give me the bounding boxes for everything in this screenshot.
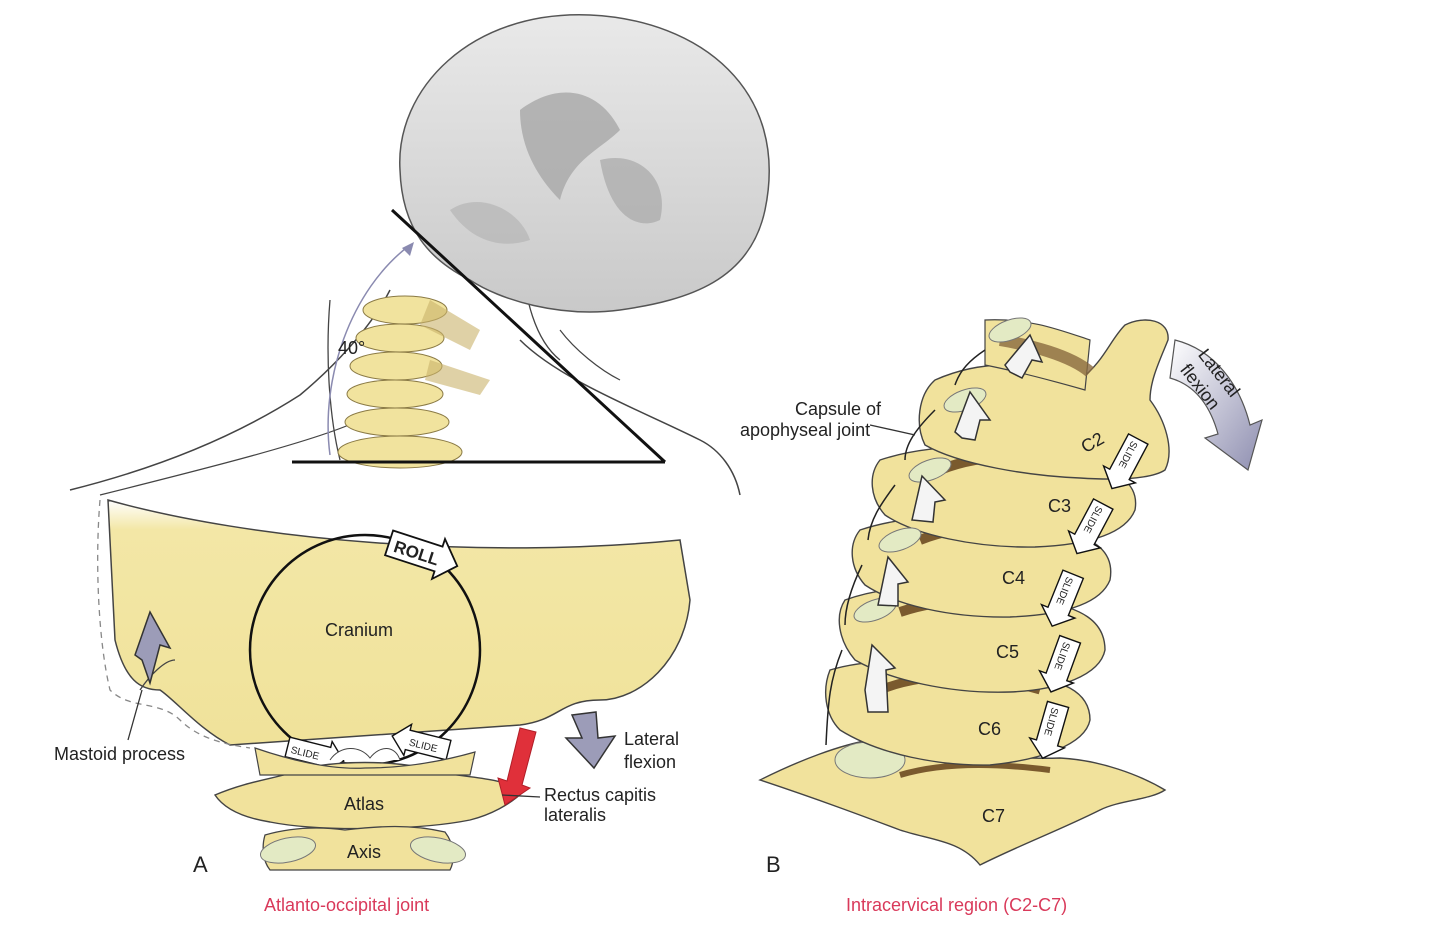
lateral-flexion-label-a-line2: flexion <box>624 752 677 772</box>
axis-label: Axis <box>347 842 381 862</box>
axis-bone <box>262 825 454 871</box>
lateral-flexion-arrow-b <box>1169 339 1263 472</box>
skull-base <box>107 498 691 746</box>
slide-tags-b: SLIDE SLIDE SLIDE SLIDE SLIDE <box>1028 432 1149 760</box>
label-c4: C4 <box>1002 568 1025 588</box>
lateral-flexion-label-a-line1: Lateral <box>624 729 680 749</box>
rectus-capitis-label-line2: lateralis <box>544 805 607 825</box>
panel-a-letter: A <box>193 852 208 877</box>
atlas-label: Atlas <box>344 794 384 814</box>
cervical-spine-c2-c7: SLIDE SLIDE SLIDE SLIDE SLIDE C2 <box>758 317 1263 866</box>
head-neck-illustration: 40° <box>69 14 770 496</box>
capsule-label-line1: Capsule of <box>795 399 882 419</box>
cranium-label: Cranium <box>325 620 393 640</box>
label-c6: C6 <box>978 719 1001 739</box>
panel-b-letter: B <box>766 852 781 877</box>
capsule-curves <box>825 349 986 746</box>
neck-cervical-spine <box>337 295 490 469</box>
label-c3: C3 <box>1048 496 1071 516</box>
capsule-label-line2: apophyseal joint <box>740 420 871 440</box>
atlanto-occipital-illustration: ROLL SLIDE SLIDE Cranium Atlas Axis <box>97 498 691 871</box>
panel-a-caption: Atlanto-occipital joint <box>264 895 430 915</box>
slide-tag-right: SLIDE <box>391 722 452 761</box>
facet-arrows-up <box>864 333 1044 713</box>
panel-b-caption: Intracervical region (C2-C7) <box>846 895 1068 915</box>
rectus-capitis-arrow <box>497 727 537 806</box>
mastoid-process-label: Mastoid process <box>54 744 186 764</box>
label-c5: C5 <box>996 642 1019 662</box>
angle-label: 40° <box>338 338 365 358</box>
label-c7: C7 <box>982 806 1005 826</box>
rectus-capitis-label-line1: Rectus capitis <box>544 785 657 805</box>
up-arrow-purple <box>134 610 172 686</box>
lateral-flexion-arrow-a <box>564 711 617 770</box>
